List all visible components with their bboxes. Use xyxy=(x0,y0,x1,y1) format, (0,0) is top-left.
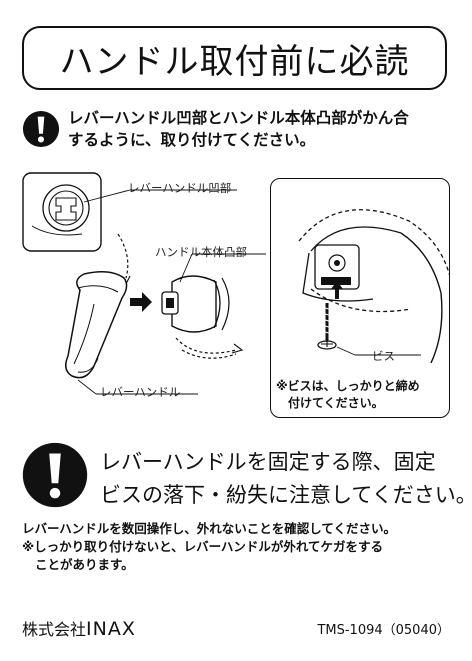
brand-logo: INAX xyxy=(86,618,136,640)
screw-note-line-1: ※ビスは、しっかりと締め xyxy=(276,379,420,393)
handle-body-shape xyxy=(171,275,217,333)
screw-note: ※ビスは、しっかりと締め 付けてください。 xyxy=(276,378,420,412)
screw-detail-panel xyxy=(270,178,450,418)
title-box: ハンドル取付前に必読 xyxy=(22,26,447,90)
company-prefix: 株式会社 xyxy=(22,620,87,639)
assembly-illustration xyxy=(22,172,272,416)
warning-icon-large xyxy=(22,442,88,508)
screw-note-line-2: 付けてください。 xyxy=(288,396,384,410)
lever-handle-shape xyxy=(65,271,128,379)
instruction-note: レバーハンドル凹部とハンドル本体凸部がかん合 するように、取り付けてください。 xyxy=(68,107,458,151)
body-instructions: レバーハンドルを数回操作し、外れないことを確認してください。 ※しっかり取り付け… xyxy=(22,520,396,574)
document-code: TMS-1094（05040） xyxy=(317,623,450,638)
company-name: 株式会社INAX xyxy=(22,616,136,640)
body-line-2: ※しっかり取り付けないと、レバーハンドルが外れてケガをする xyxy=(22,539,384,554)
warning-icon-small xyxy=(22,110,60,148)
instruction-line-1: レバーハンドル凹部とハンドル本体凸部がかん合 xyxy=(68,109,409,127)
arrow-right-icon xyxy=(130,292,152,312)
caution-line-1: レバーハンドルを固定する際、固定 xyxy=(100,450,436,474)
arrow-up-icon xyxy=(331,281,343,299)
exclamation-circle-icon xyxy=(22,442,88,508)
caution-line-2: ビスの落下・紛失に注意してください。 xyxy=(100,483,472,507)
body-line-3: ことがあります。 xyxy=(35,557,134,572)
label-lever-recess: レバーハンドル凹部 xyxy=(128,181,232,195)
instruction-line-2: するように、取り付けてください。 xyxy=(68,131,316,149)
assembly-diagram xyxy=(22,172,266,395)
page-title: ハンドル取付前に必読 xyxy=(59,41,410,82)
label-screw: ビス xyxy=(372,349,395,363)
label-lever-handle: レバーハンドル xyxy=(100,385,181,399)
exclamation-circle-icon xyxy=(22,110,60,148)
body-line-1: レバーハンドルを数回操作し、外れないことを確認してください。 xyxy=(22,521,397,536)
caution-message: レバーハンドルを固定する際、固定 ビスの落下・紛失に注意してください。 xyxy=(100,446,472,512)
screw-detail-diagram xyxy=(298,209,449,364)
label-handle-protrusion: ハンドル本体凸部 xyxy=(155,245,247,259)
